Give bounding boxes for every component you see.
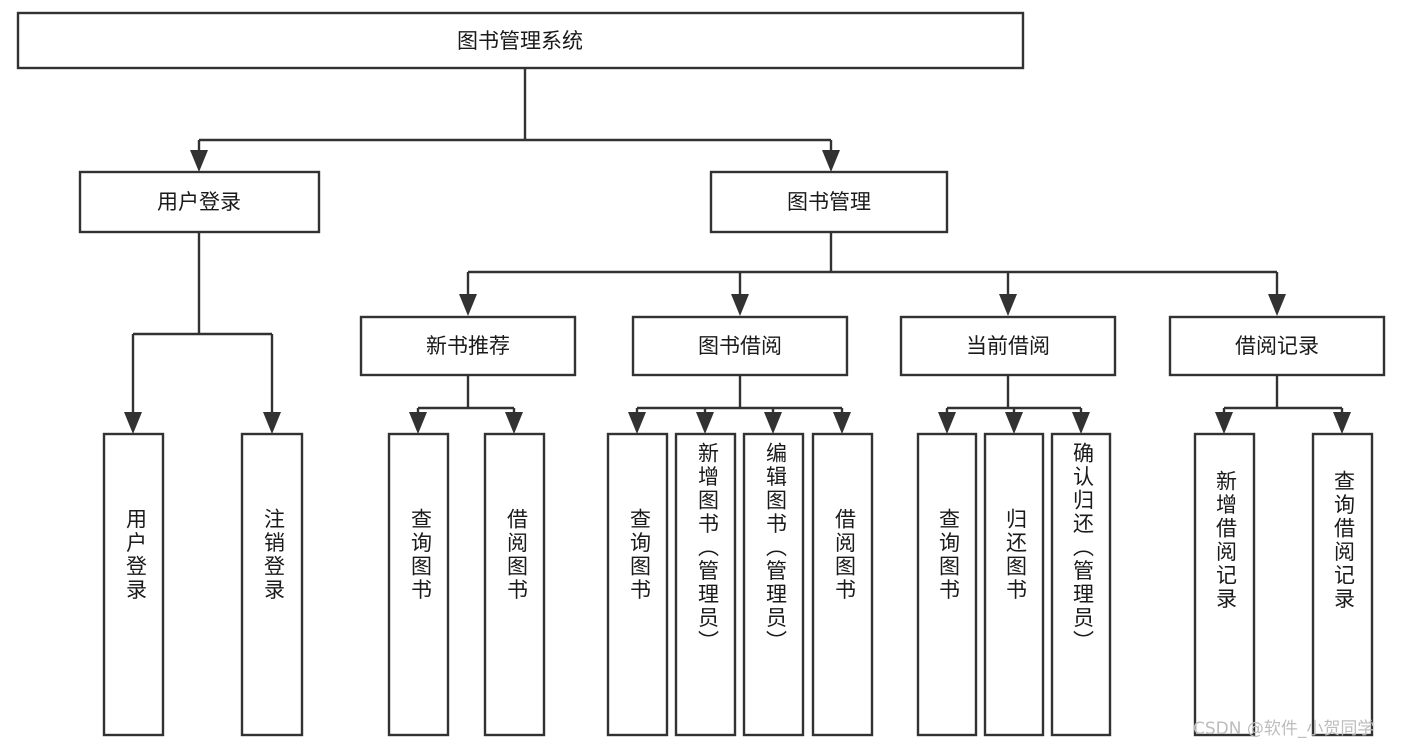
- arrow-leaf-borrow-record-1: [1215, 412, 1233, 434]
- node-new-book-recommend-box[interactable]: [359, 315, 577, 377]
- arrow-leaf-book-borrow-4: [833, 412, 851, 434]
- leaf-box-user-login-2[interactable]: [240, 432, 304, 737]
- node-borrow-record-box[interactable]: [1168, 315, 1386, 377]
- arrow-leaf-new-book-1: [409, 412, 427, 434]
- arrow-leaf-book-borrow-1: [628, 412, 646, 434]
- leaf-box-new-book-2[interactable]: [483, 432, 546, 737]
- leaf-box-book-borrow-1[interactable]: [606, 432, 669, 737]
- arrow-current-borrow: [999, 294, 1017, 316]
- node-user-login-box[interactable]: [78, 170, 321, 234]
- node-current-borrow-label: 当前借阅: [966, 334, 1050, 358]
- arrow-leaf-book-borrow-3: [764, 412, 782, 434]
- watermark-text: CSDN @软件_小贺同学: [1193, 719, 1375, 739]
- leaf-box-borrow-record-1[interactable]: [1193, 432, 1256, 737]
- node-root[interactable]: 图书管理系统: [16, 11, 1025, 70]
- node-current-borrow[interactable]: 当前借阅: [899, 315, 1117, 377]
- node-root-box[interactable]: [16, 11, 1025, 70]
- leaf-box-current-borrow-2[interactable]: [983, 432, 1045, 737]
- arrow-leaf-user-login-2: [263, 412, 281, 434]
- arrow-leaf-current-borrow-1: [938, 412, 956, 434]
- leaf-box-borrow-record-2[interactable]: [1311, 432, 1374, 737]
- node-borrow-record[interactable]: 借阅记录: [1168, 315, 1386, 377]
- arrow-leaf-new-book-2: [505, 412, 523, 434]
- node-user-login-label: 用户登录: [157, 190, 241, 214]
- arrow-leaf-current-borrow-2: [1005, 412, 1023, 434]
- node-user-login[interactable]: 用户登录: [78, 170, 321, 234]
- leaf-box-new-book-1[interactable]: [387, 432, 450, 737]
- leaf-box-current-borrow-3[interactable]: [1050, 432, 1112, 737]
- arrow-new-book: [459, 294, 477, 316]
- arrow-book-mgmt: [822, 150, 840, 172]
- leaf-box-current-borrow-1[interactable]: [916, 432, 978, 737]
- node-new-book-recommend[interactable]: 新书推荐: [359, 315, 577, 377]
- node-root-label: 图书管理系统: [457, 29, 583, 53]
- node-book-borrow-label: 图书借阅: [698, 334, 782, 358]
- node-borrow-record-label: 借阅记录: [1235, 334, 1319, 358]
- arrow-leaf-borrow-record-2: [1333, 412, 1351, 434]
- connector-layer: [124, 68, 1351, 434]
- leaf-box-book-borrow-3[interactable]: [742, 432, 805, 737]
- leaf-box-book-borrow-4[interactable]: [811, 432, 874, 737]
- arrow-leaf-book-borrow-2: [696, 412, 714, 434]
- node-book-management[interactable]: 图书管理: [709, 170, 949, 234]
- node-current-borrow-box[interactable]: [899, 315, 1117, 377]
- node-book-borrow-box[interactable]: [631, 315, 849, 377]
- arrow-leaf-current-borrow-3: [1072, 412, 1090, 434]
- node-book-management-box[interactable]: [709, 170, 949, 234]
- arrow-book-borrow: [731, 294, 749, 316]
- arrow-borrow-record: [1268, 294, 1286, 316]
- leaf-box-user-login-1[interactable]: [102, 432, 165, 737]
- leaf-box-book-borrow-2[interactable]: [674, 432, 737, 737]
- node-book-management-label: 图书管理: [787, 190, 871, 214]
- node-new-book-recommend-label: 新书推荐: [426, 334, 510, 358]
- arrow-user-login: [190, 150, 208, 172]
- arrow-leaf-user-login-1: [124, 412, 142, 434]
- node-book-borrow[interactable]: 图书借阅: [631, 315, 849, 377]
